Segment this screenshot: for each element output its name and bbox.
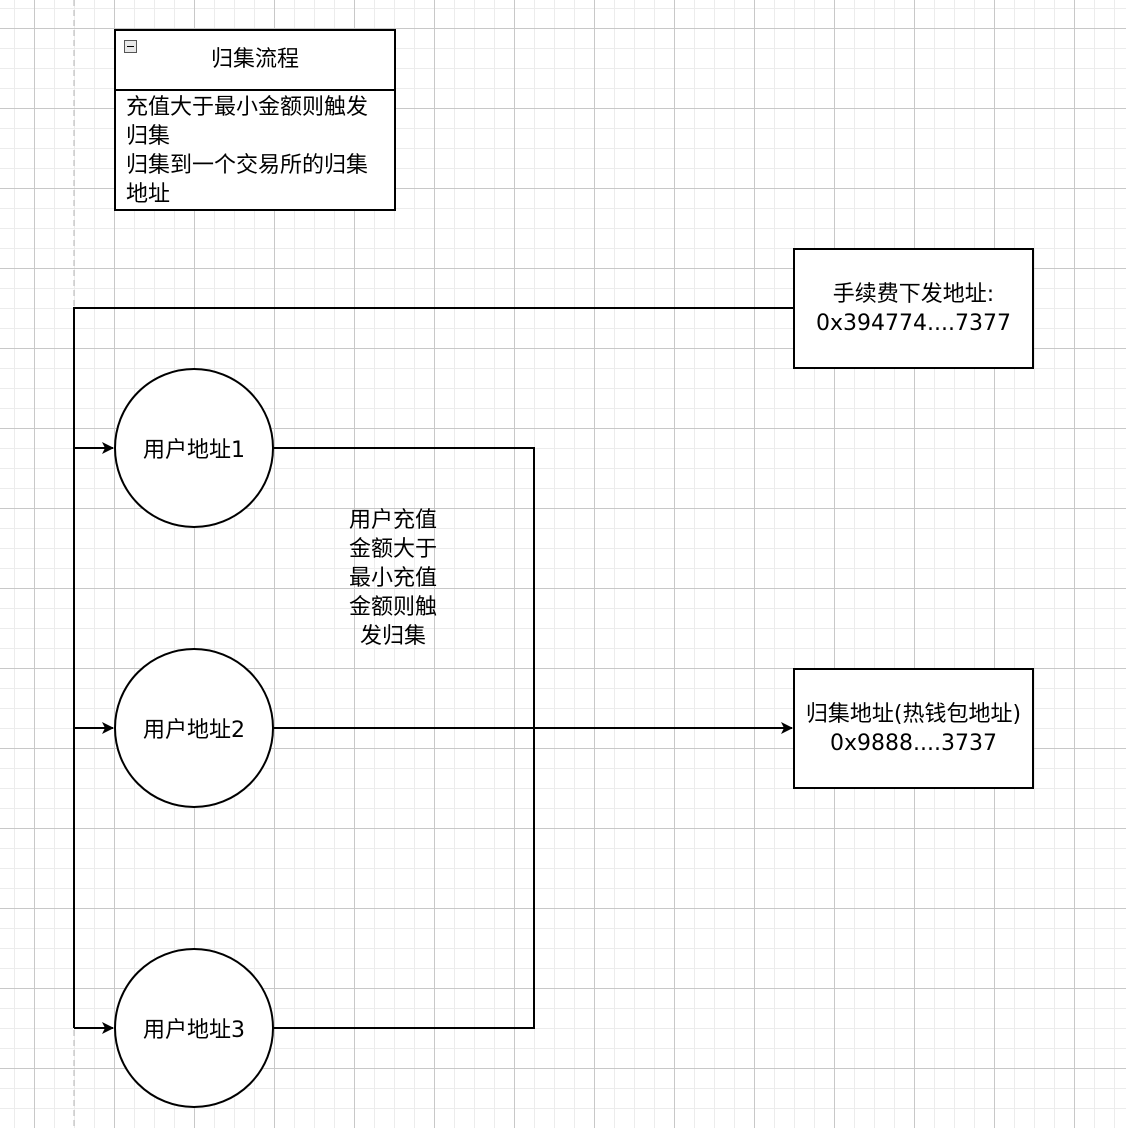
user-address-2-node[interactable]: 用户地址2 xyxy=(114,648,274,808)
list-item[interactable]: 归集到一个交易所的归集地址 xyxy=(126,153,369,207)
list-item[interactable]: 充值大于最小金额则触发归集 xyxy=(126,95,369,149)
user-address-1-node[interactable]: 用户地址1 xyxy=(114,368,274,528)
user-address-2-label: 用户地址2 xyxy=(143,718,245,743)
user-address-3-node[interactable]: 用户地址3 xyxy=(114,948,274,1108)
collection-process-title: 归集流程 xyxy=(210,47,299,72)
collect-node-address: 0x9888....3737 xyxy=(830,730,997,756)
fee-node-label: 手续费下发地址: xyxy=(832,281,995,307)
fee-distribution-trunk xyxy=(73,307,793,1028)
fee-node-address: 0x394774....7377 xyxy=(816,310,1011,336)
fee-distribution-address-node[interactable]: 手续费下发地址: 0x394774....7377 xyxy=(793,248,1034,369)
collapse-icon[interactable] xyxy=(124,40,137,53)
user-address-1-label: 用户地址1 xyxy=(143,438,245,463)
collect-node-label: 归集地址(热钱包地址) xyxy=(805,701,1022,727)
collection-process-box[interactable]: 归集流程 充值大于最小金额则触发归集 归集到一个交易所的归集地址 xyxy=(114,29,396,211)
user3-collect-connector xyxy=(274,728,535,1029)
collection-trigger-label[interactable]: 用户充值 金额大于 最小充值 金额则触 发归集 xyxy=(348,508,437,649)
user-address-3-label: 用户地址3 xyxy=(143,1018,245,1043)
collection-address-node[interactable]: 归集地址(热钱包地址) 0x9888....3737 xyxy=(793,668,1034,789)
collection-process-header: 归集流程 xyxy=(116,31,394,91)
user1-collect-connector xyxy=(274,447,535,728)
collection-process-body: 充值大于最小金额则触发归集 归集到一个交易所的归集地址 xyxy=(116,91,394,209)
